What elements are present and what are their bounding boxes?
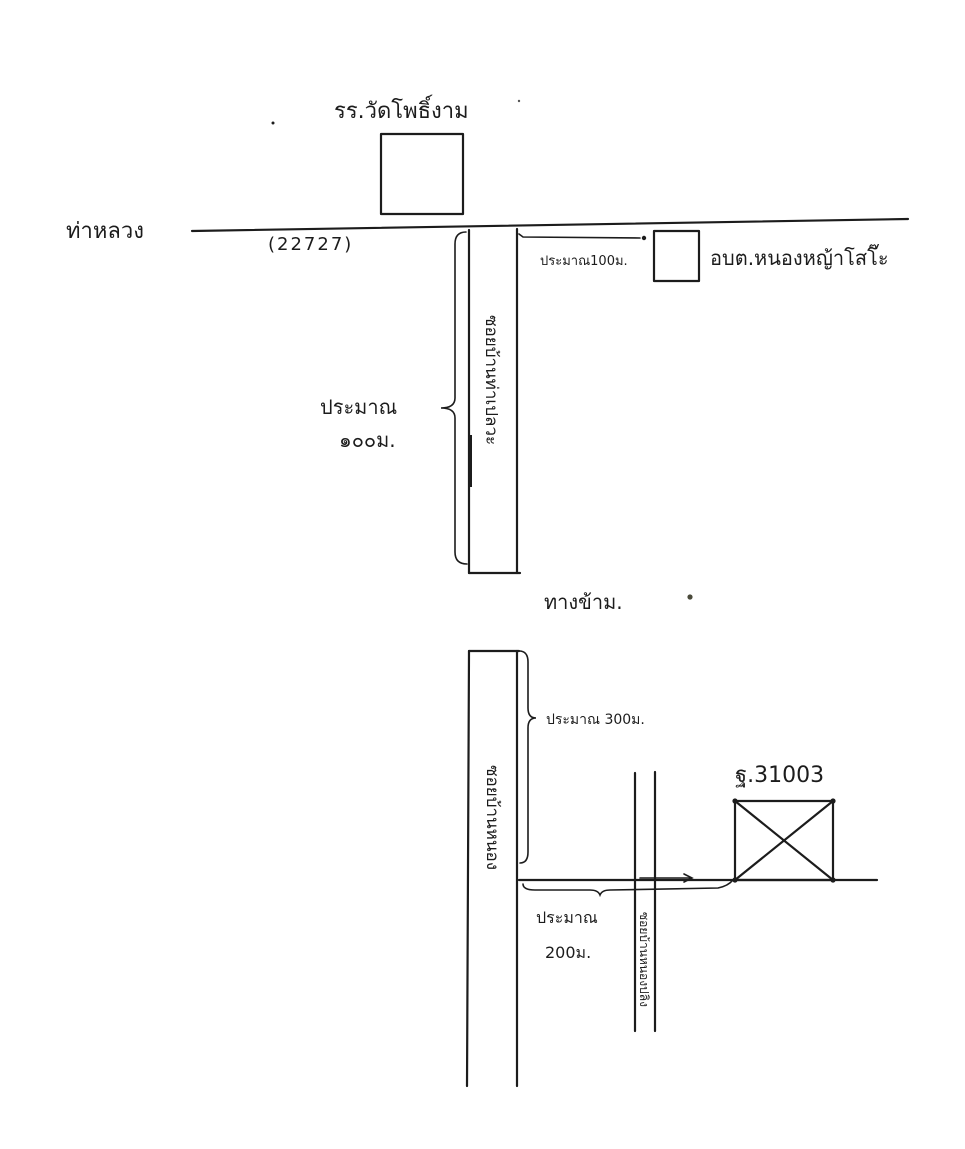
target-building xyxy=(733,799,835,882)
stray-dot xyxy=(687,594,693,600)
distance-200-value: 200ม. xyxy=(545,943,591,962)
distance-dot-office xyxy=(641,235,647,241)
upper-soi-label: ซอยบ้านท่าเปลวะ xyxy=(481,315,501,445)
small-lane-label: ซอยบ้านหนองปลิง xyxy=(637,912,651,1007)
upper-distance-value: ๑๐๐ม. xyxy=(339,428,396,452)
lower-soi-brace xyxy=(518,650,537,864)
office-label: อบต.หนองหญ้าโสโ๊ะ xyxy=(710,243,889,270)
main-road-top xyxy=(190,217,910,233)
target-corner-br xyxy=(830,877,836,883)
upper-distance-label: ประมาณ xyxy=(320,395,397,419)
road-number-label: (22727) xyxy=(268,234,353,255)
distance-office-label: ประมาณ100ม. xyxy=(540,254,628,269)
distance-200-label: ประมาณ xyxy=(536,908,598,927)
branch-arrow-head xyxy=(683,873,694,883)
crossing-label: ทางข้าม. xyxy=(544,590,623,614)
distance-marker-office xyxy=(518,233,641,239)
school-label: รร.วัดโพธิ์งาม xyxy=(334,95,469,124)
target-label: ฐ.31003 xyxy=(735,763,824,788)
office-building xyxy=(652,229,701,283)
stray-dot-1 xyxy=(271,121,275,125)
town-label: ท่าหลวง xyxy=(66,219,144,244)
school-building xyxy=(379,132,465,216)
target-cross-b xyxy=(733,799,835,882)
upper-soi-brace xyxy=(440,231,468,565)
target-corner-bl xyxy=(732,877,738,883)
branch-brace xyxy=(522,879,734,898)
stray-dot-2 xyxy=(517,99,521,103)
distance-300-label: ประมาณ 300ม. xyxy=(546,712,645,728)
target-corner-tr xyxy=(830,798,836,804)
target-corner-tl xyxy=(732,798,738,804)
lower-soi-label: ซอยบ้านหนอง xyxy=(482,765,502,870)
lower-soi-left-edge xyxy=(465,649,471,1088)
